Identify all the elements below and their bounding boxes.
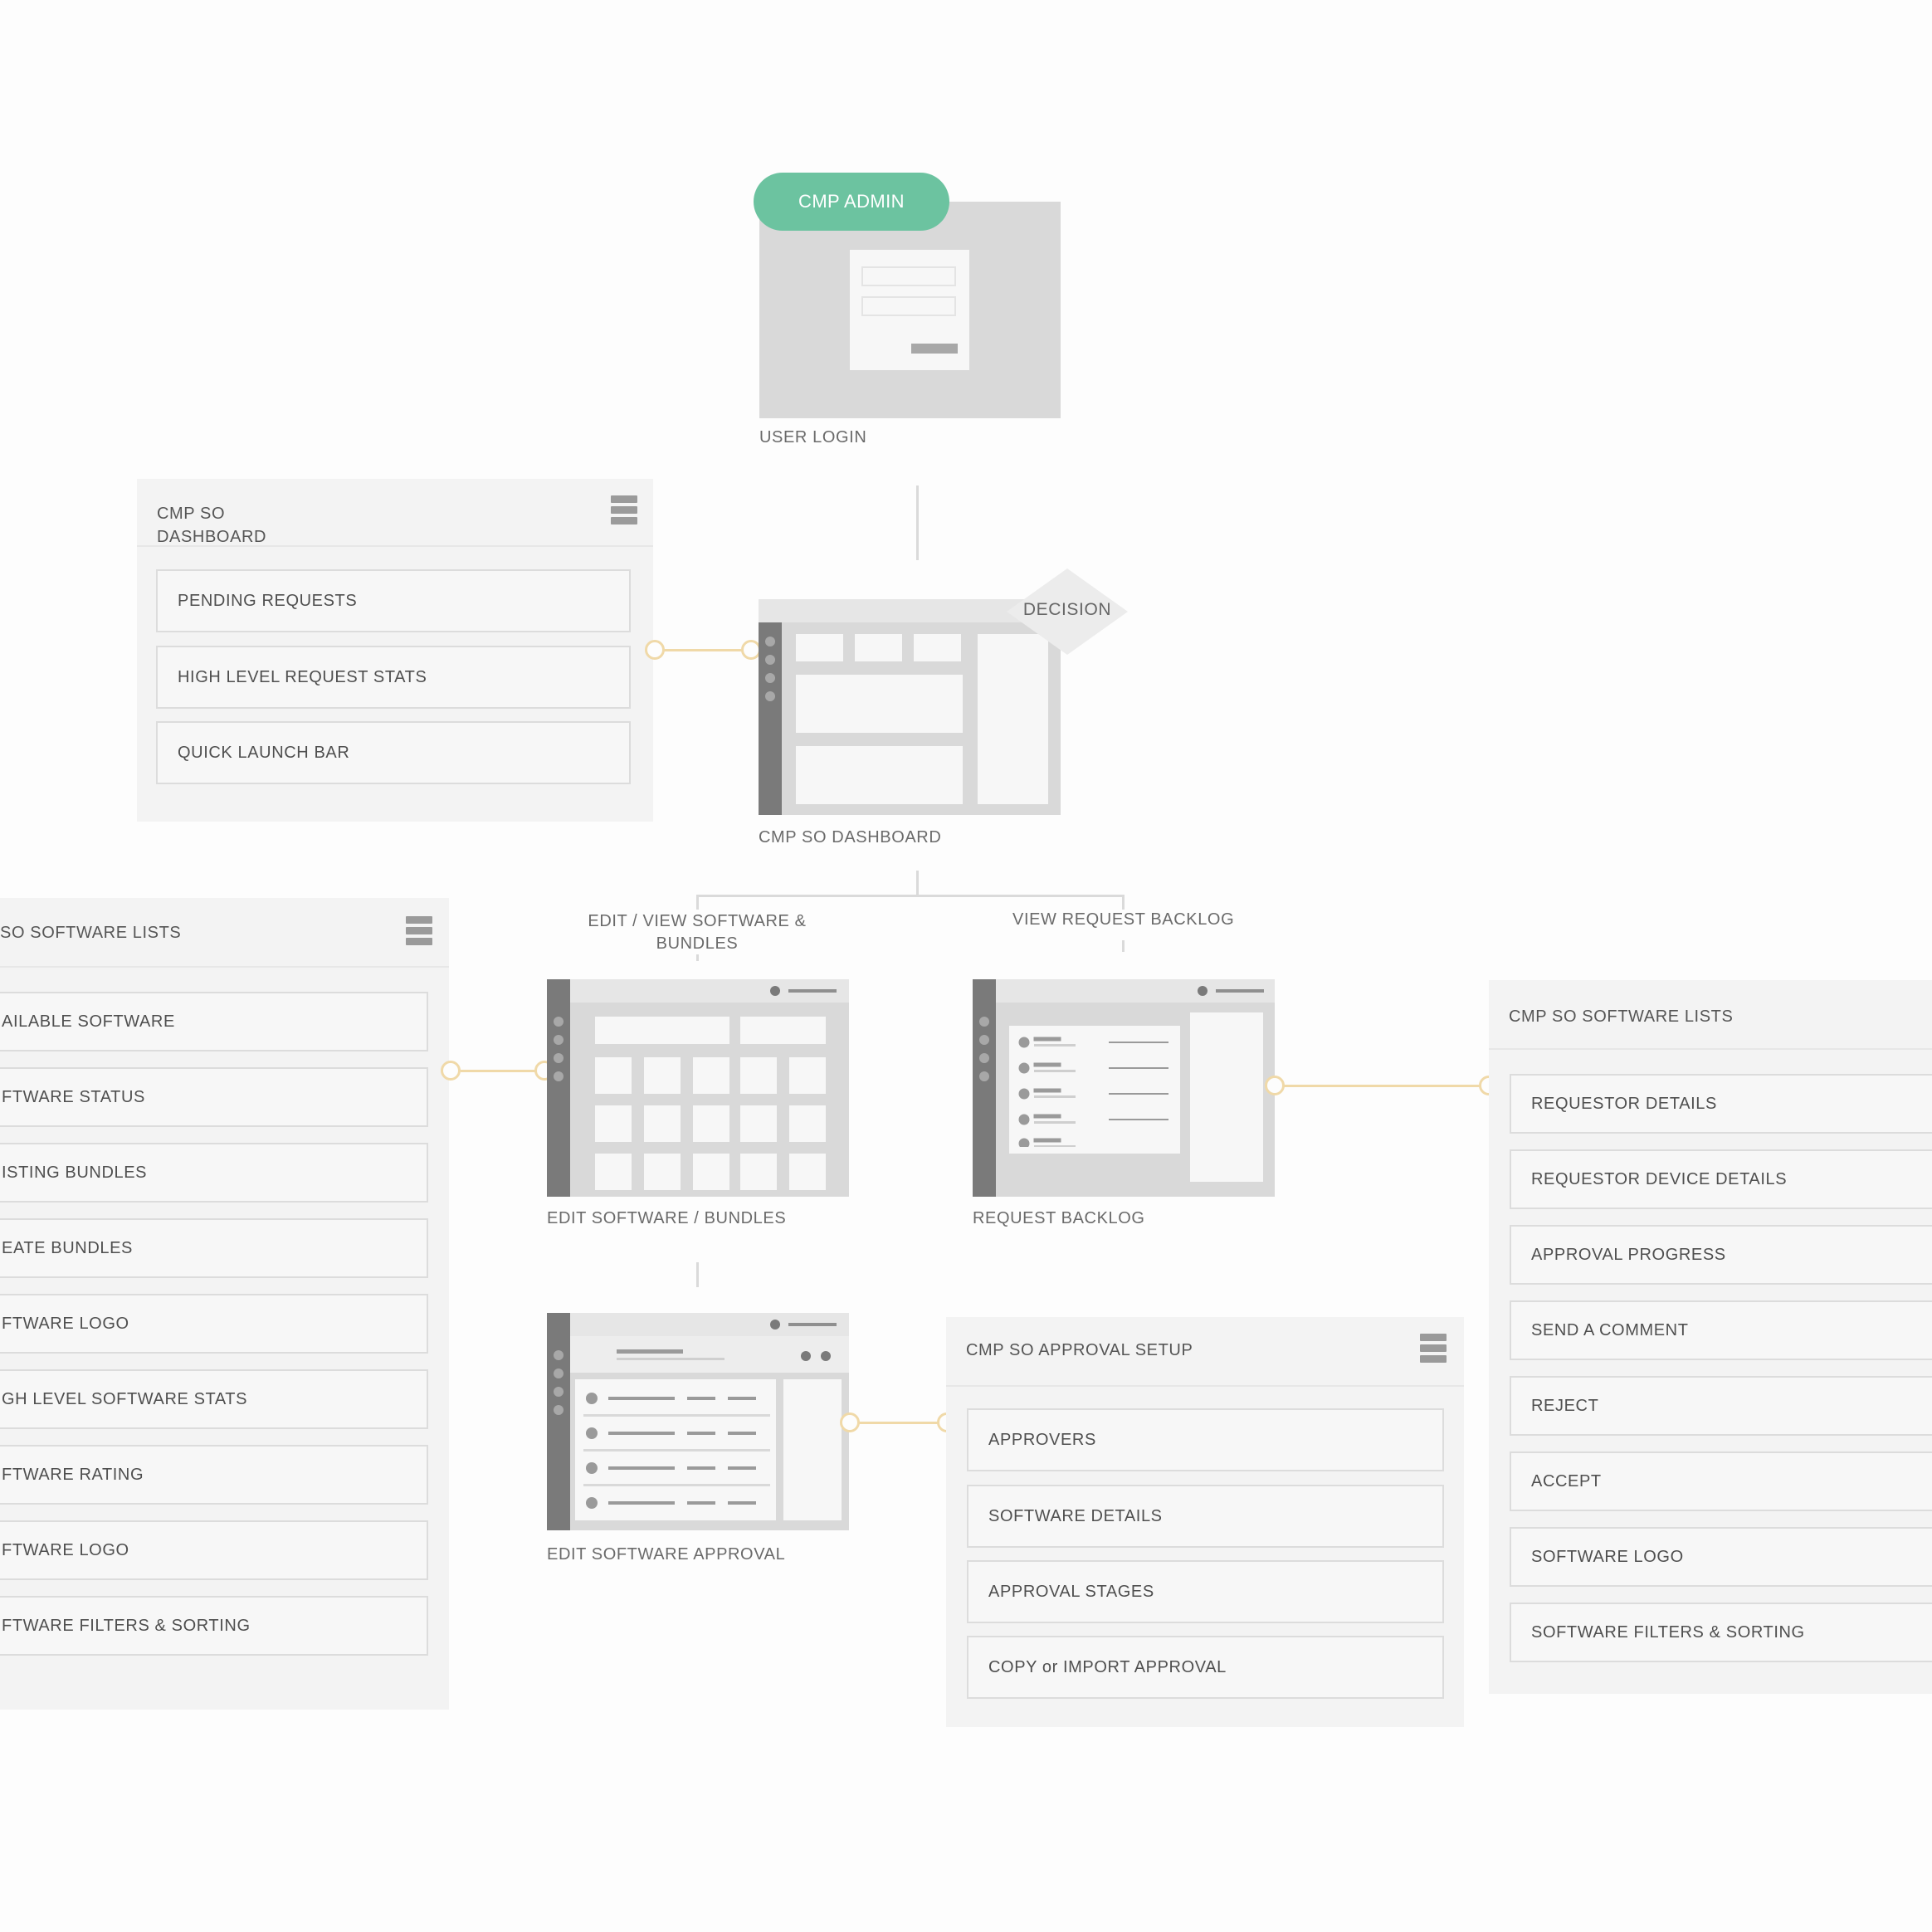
decision-label: DECISION — [1022, 600, 1112, 619]
left-item[interactable]: FTWARE FILTERS & SORTING — [0, 1596, 428, 1656]
panel-title: CMP SO DASHBOARD — [157, 505, 267, 546]
login-to-dashboard-line — [916, 485, 919, 560]
connector-line — [655, 649, 750, 651]
branch-left-tail — [696, 954, 699, 961]
right-software-lists-panel: CMP SO SOFTWARE LISTS REQUESTOR DETAILS … — [1489, 980, 1932, 1694]
left-item[interactable]: EATE BUNDLES — [0, 1218, 428, 1278]
screen-sidebar — [759, 599, 782, 815]
right-item-device-details[interactable]: REQUESTOR DEVICE DETAILS — [1510, 1149, 1932, 1209]
approval-item-copy-import[interactable]: COPY or IMPORT APPROVAL — [967, 1636, 1444, 1699]
connector-node — [1265, 1076, 1285, 1095]
branch-bar — [696, 895, 1124, 897]
dashboard-item-pending-requests[interactable]: PENDING REQUESTS — [156, 569, 631, 632]
connector-node — [840, 1412, 860, 1432]
right-item-accept[interactable]: ACCEPT — [1510, 1451, 1932, 1511]
connector-node — [441, 1061, 461, 1081]
approval-item-stages[interactable]: APPROVAL STAGES — [967, 1560, 1444, 1623]
dashboard-detail-panel: CMP SO DASHBOARD PENDING REQUESTS HIGH L… — [137, 479, 653, 822]
left-item[interactable]: GH LEVEL SOFTWARE STATS — [0, 1369, 428, 1429]
right-item-filters-sorting[interactable]: SOFTWARE FILTERS & SORTING — [1510, 1603, 1932, 1662]
panel-divider — [0, 966, 449, 968]
list-menu-icon[interactable] — [611, 495, 637, 529]
right-item-requestor-details[interactable]: REQUESTOR DETAILS — [1510, 1074, 1932, 1134]
decision-shape — [1007, 568, 1128, 655]
connector-node — [741, 640, 761, 660]
edit-to-approval-line — [696, 1262, 699, 1287]
list-menu-icon[interactable] — [406, 916, 432, 949]
dashboard-screen-thumbnail — [759, 599, 1061, 815]
password-field — [861, 296, 956, 316]
dashboard-item-request-stats[interactable]: HIGH LEVEL REQUEST STATS — [156, 646, 631, 709]
cmp-admin-badge: CMP ADMIN — [754, 173, 949, 231]
left-item[interactable]: FTWARE LOGO — [0, 1520, 428, 1580]
panel-title: CMP SO APPROVAL SETUP — [966, 1341, 1193, 1359]
dashboard-item-quick-launch[interactable]: QUICK LAUNCH BAR — [156, 721, 631, 784]
panel-title: CMP SO SOFTWARE LISTS — [1509, 1007, 1734, 1026]
left-software-lists-panel: SO SOFTWARE LISTS AILABLE SOFTWARE FTWAR… — [0, 898, 449, 1710]
edit-approval-caption: EDIT SOFTWARE APPROVAL — [547, 1545, 786, 1564]
left-item[interactable]: FTWARE RATING — [0, 1445, 428, 1505]
edit-software-caption: EDIT SOFTWARE / BUNDLES — [547, 1209, 787, 1227]
branch-stem — [916, 871, 919, 895]
connector-line — [461, 1070, 544, 1072]
request-backlog-screen-thumbnail — [973, 979, 1275, 1197]
connector-node — [645, 640, 665, 660]
login-form — [850, 250, 969, 370]
right-item-reject[interactable]: REJECT — [1510, 1376, 1932, 1436]
branch-left-label: EDIT / VIEW SOFTWARE & BUNDLES — [588, 912, 807, 953]
connector-line — [859, 1422, 947, 1424]
request-backlog-caption: REQUEST BACKLOG — [973, 1209, 1145, 1227]
decision-diamond: DECISION — [1005, 567, 1129, 656]
branch-right-drop — [1122, 895, 1125, 910]
approval-item-approvers[interactable]: APPROVERS — [967, 1408, 1444, 1471]
branch-right-tail — [1122, 940, 1125, 952]
left-item[interactable]: FTWARE STATUS — [0, 1067, 428, 1127]
list-menu-icon[interactable] — [1420, 1334, 1447, 1367]
edit-software-screen-thumbnail — [547, 979, 849, 1197]
left-item[interactable]: ISTING BUNDLES — [0, 1143, 428, 1203]
panel-divider — [946, 1385, 1464, 1387]
panel-title: SO SOFTWARE LISTS — [0, 924, 182, 942]
username-field — [861, 266, 956, 286]
left-item[interactable]: FTWARE LOGO — [0, 1294, 428, 1354]
approval-item-software-details[interactable]: SOFTWARE DETAILS — [967, 1485, 1444, 1548]
approval-setup-panel: CMP SO APPROVAL SETUP APPROVERS SOFTWARE… — [946, 1317, 1464, 1727]
login-screen-thumbnail — [759, 202, 1061, 418]
left-item[interactable]: AILABLE SOFTWARE — [0, 992, 428, 1051]
approval-rows — [583, 1388, 770, 1512]
login-button — [911, 344, 958, 354]
panel-divider — [137, 545, 653, 547]
branch-right-label: VIEW REQUEST BACKLOG — [1012, 910, 1235, 929]
edit-approval-screen-thumbnail — [547, 1313, 849, 1530]
right-item-approval-progress[interactable]: APPROVAL PROGRESS — [1510, 1225, 1932, 1285]
panel-divider — [1489, 1048, 1932, 1050]
right-item-send-comment[interactable]: SEND A COMMENT — [1510, 1300, 1932, 1360]
branch-left-drop — [696, 895, 699, 910]
dashboard-caption: CMP SO DASHBOARD — [759, 828, 942, 846]
connector-line — [1284, 1085, 1481, 1087]
backlog-rows — [1017, 1034, 1171, 1149]
user-login-caption: USER LOGIN — [759, 428, 867, 446]
right-item-software-logo[interactable]: SOFTWARE LOGO — [1510, 1527, 1932, 1587]
